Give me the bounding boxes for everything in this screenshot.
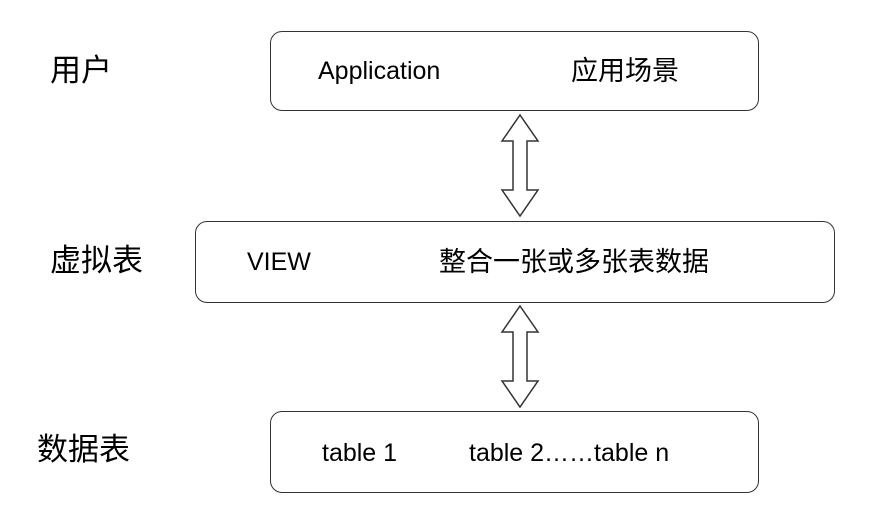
row-label-virtual-table: 虚拟表: [50, 243, 143, 279]
box-tables: table 1 table 2……table n: [270, 411, 759, 493]
double-headed-arrow-icon: [500, 113, 540, 218]
double-headed-arrow-icon: [500, 304, 540, 409]
box-view: VIEW 整合一张或多张表数据: [195, 221, 835, 303]
view-text: VIEW: [247, 248, 311, 276]
table-1-text: table 1: [322, 439, 398, 467]
row-label-user: 用户: [50, 53, 112, 89]
view-desc-text: 整合一张或多张表数据: [439, 247, 709, 278]
row-label-data-table: 数据表: [37, 432, 130, 468]
application-desc-text: 应用场景: [571, 56, 679, 87]
table-2-to-n-text: table 2……table n: [469, 439, 670, 467]
application-text: Application: [318, 57, 441, 85]
box-application: Application 应用场景: [270, 31, 759, 111]
